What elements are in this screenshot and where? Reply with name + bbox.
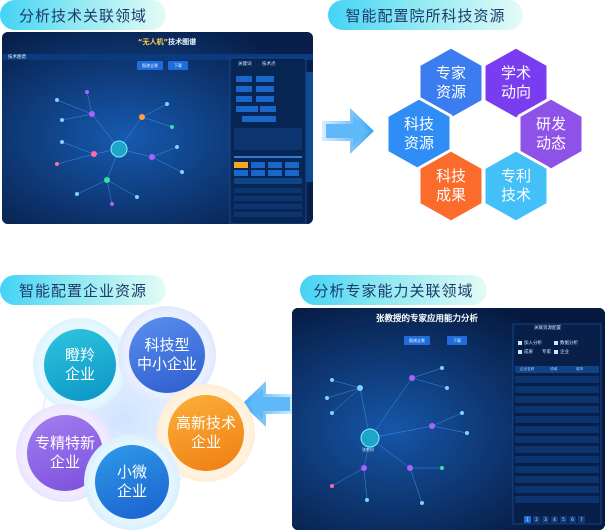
- hex-tech-achievements: 科技 成果: [413, 148, 489, 224]
- page-1[interactable]: 1: [524, 516, 531, 523]
- expert-graph-title: 张教授的专家应用能力分析: [375, 314, 478, 324]
- tech-graph-title: “无人机”技术图谱: [137, 38, 197, 46]
- circle-smes: 科技型 中小企业: [118, 306, 216, 404]
- pagination: 1 2 3 4 5 6 7: [524, 516, 585, 523]
- label-institute-resources: 智能配置院所科技资源: [328, 0, 523, 30]
- full-graph-button[interactable]: 图谱全景: [137, 61, 163, 70]
- expert-download-button[interactable]: 下载: [447, 336, 467, 345]
- option-join-analysis[interactable]: 加入分析: [524, 341, 542, 346]
- hex-rd-dynamics: 研发 动态: [513, 96, 589, 172]
- expert-graph-screenshot: 张教授的专家应用能力分析 图谱全景 下载 关联资源配置 加入分析 数据分析 成果…: [292, 308, 605, 530]
- arrow-left-icon: [242, 381, 294, 427]
- tech-graph-side-header: 技术图谱: [8, 55, 26, 60]
- hex-academic-trends: 学术 动向: [478, 45, 554, 121]
- column-header-field: 领域: [550, 367, 558, 371]
- hex-patent-tech: 专利 技术: [478, 148, 554, 224]
- circle-micro-enterprise: 小微 企业: [84, 434, 180, 530]
- circle-gazelle-enterprise: 瞪羚 企业: [33, 318, 127, 412]
- label-expert-domain: 分析专家能力关联领域: [300, 275, 487, 305]
- column-header-city: 城市: [576, 367, 584, 371]
- download-button[interactable]: 下载: [168, 61, 188, 70]
- arrow-right-icon: [322, 108, 374, 154]
- page-5[interactable]: 5: [560, 516, 567, 523]
- page-3[interactable]: 3: [542, 516, 549, 523]
- panel-tab-tech-point[interactable]: 技术点: [262, 62, 276, 67]
- page-2[interactable]: 2: [533, 516, 540, 523]
- page-7[interactable]: 7: [578, 516, 585, 523]
- option-data-analysis[interactable]: 数据分析: [560, 341, 578, 346]
- option-enterprises[interactable]: 企业: [560, 350, 569, 355]
- option-experts[interactable]: 专家: [542, 350, 551, 355]
- column-header-name: 企业名称: [520, 367, 535, 371]
- expert-center-node-label: 张教授: [362, 447, 374, 452]
- expert-full-graph-button[interactable]: 图谱全景: [404, 336, 430, 345]
- option-achievements[interactable]: 成果: [524, 350, 533, 355]
- panel-tab-keyword[interactable]: 关键词: [238, 62, 252, 67]
- page-6[interactable]: 6: [569, 516, 576, 523]
- label-enterprise-resources: 智能配置企业资源: [0, 275, 166, 305]
- resource-panel-title: 关联资源配置: [534, 326, 561, 331]
- label-tech-domain: 分析技术关联领域: [0, 0, 166, 30]
- page-4[interactable]: 4: [551, 516, 558, 523]
- tech-graph-screenshot: “无人机”技术图谱 技术图谱 图谱全景 下载 关键词 技术点: [2, 32, 313, 224]
